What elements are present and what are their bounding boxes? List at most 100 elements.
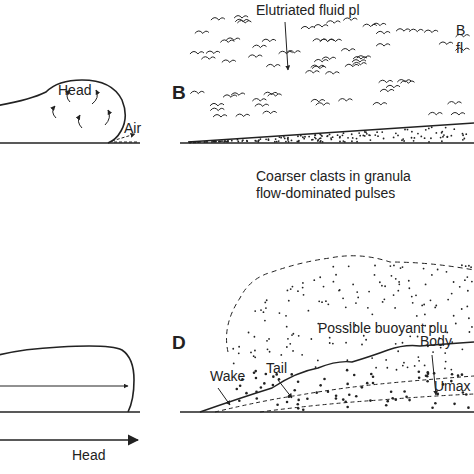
- clast-dot: [327, 135, 329, 137]
- clast-dot: [424, 365, 426, 367]
- clast-dot: [466, 276, 468, 278]
- clast-dot: [320, 140, 322, 142]
- clast-dot: [383, 298, 385, 300]
- clast-dot: [218, 140, 220, 142]
- clast-dot: [332, 343, 334, 345]
- clast-dot: [257, 141, 259, 143]
- clast-dot: [444, 352, 446, 354]
- clast-dot: [255, 390, 258, 393]
- clast-dot: [395, 132, 397, 134]
- clast-dot: [319, 276, 321, 278]
- clast-dot: [319, 133, 321, 135]
- clast-dot: [314, 134, 316, 136]
- clast-dot: [296, 141, 298, 143]
- clast-dot: [465, 133, 467, 135]
- plume-fleck: [311, 99, 325, 102]
- clast-dot: [293, 389, 296, 392]
- clast-dot: [348, 393, 351, 396]
- panel-a: [0, 80, 140, 143]
- clast-dot: [327, 390, 330, 393]
- clast-dot: [315, 366, 317, 368]
- clast-dot: [371, 313, 373, 315]
- clast-dot: [469, 331, 471, 333]
- plume-fleck: [206, 51, 220, 54]
- clast-dot: [197, 141, 199, 143]
- clast-dot: [447, 299, 449, 301]
- clast-dot: [426, 371, 429, 374]
- clast-dot: [361, 386, 364, 389]
- clast-dot: [450, 135, 452, 137]
- clast-dot: [335, 274, 337, 276]
- clast-dot: [332, 136, 334, 138]
- clast-dot: [308, 310, 310, 312]
- clast-dot: [394, 307, 396, 309]
- clast-dot: [276, 141, 278, 143]
- clast-dot: [194, 141, 196, 143]
- plume-fleck: [314, 59, 328, 62]
- plume-fleck: [400, 81, 414, 84]
- clast-dot: [442, 136, 444, 138]
- clast-dot: [379, 281, 381, 283]
- clast-dot: [317, 139, 319, 141]
- plume-fleck: [338, 99, 352, 102]
- plume-fleck: [352, 62, 366, 65]
- clast-dot: [376, 131, 378, 133]
- part-label: Tail: [266, 360, 287, 376]
- clast-dot: [346, 406, 349, 409]
- clast-dot: [342, 398, 345, 401]
- clast-dot: [238, 352, 240, 354]
- clast-dot: [205, 141, 207, 143]
- plume-fleck: [376, 31, 390, 34]
- clast-dot: [425, 129, 427, 131]
- plume-fleck: [316, 103, 330, 106]
- clast-dot: [357, 297, 359, 299]
- plume-fleck: [266, 64, 280, 67]
- clast-dot: [471, 281, 473, 283]
- clast-dot: [297, 290, 299, 292]
- clast-dot: [255, 397, 258, 400]
- clast-dot: [465, 265, 467, 267]
- clast-dot: [414, 365, 416, 367]
- deposit-label: flow-dominated pulses: [256, 185, 395, 201]
- clast-dot: [352, 283, 354, 285]
- plume-fleck: [386, 85, 400, 88]
- clast-dot: [283, 136, 285, 138]
- clast-dot: [430, 299, 432, 301]
- clast-dot: [445, 127, 447, 129]
- clast-dot: [397, 290, 399, 292]
- clast-dot: [398, 281, 400, 283]
- clast-dot: [268, 338, 270, 340]
- clast-dot: [462, 134, 464, 136]
- plume-fleck: [226, 38, 240, 41]
- plume-fleck: [448, 102, 462, 105]
- clast-dot: [290, 373, 293, 376]
- clast-dot: [461, 348, 463, 350]
- clast-dot: [386, 400, 389, 403]
- clast-dot: [364, 135, 366, 137]
- clast-dot: [408, 280, 410, 282]
- clast-dot: [348, 265, 350, 267]
- clast-dot: [279, 136, 281, 138]
- clast-dot: [264, 302, 266, 304]
- clast-dot: [253, 355, 255, 357]
- clast-dot: [246, 140, 248, 142]
- clast-dot: [402, 266, 404, 268]
- deposit-label: Coarser clasts in granula: [256, 168, 411, 184]
- clast-dot: [264, 320, 266, 322]
- clast-dot: [455, 323, 457, 325]
- clast-dot: [407, 366, 409, 368]
- clast-dot: [255, 140, 257, 142]
- clast-dot: [218, 141, 220, 143]
- clast-dot: [374, 274, 376, 276]
- clast-dot: [321, 301, 323, 303]
- plume-fleck: [190, 51, 204, 54]
- clast-dot: [372, 375, 375, 378]
- plume-fleck: [236, 114, 250, 117]
- clast-dot: [464, 279, 466, 281]
- clast-dot: [411, 131, 413, 133]
- clast-dot: [291, 334, 293, 336]
- clast-dot: [266, 299, 268, 301]
- clast-dot: [302, 287, 304, 289]
- clast-dot: [468, 265, 470, 267]
- clast-dot: [375, 367, 377, 369]
